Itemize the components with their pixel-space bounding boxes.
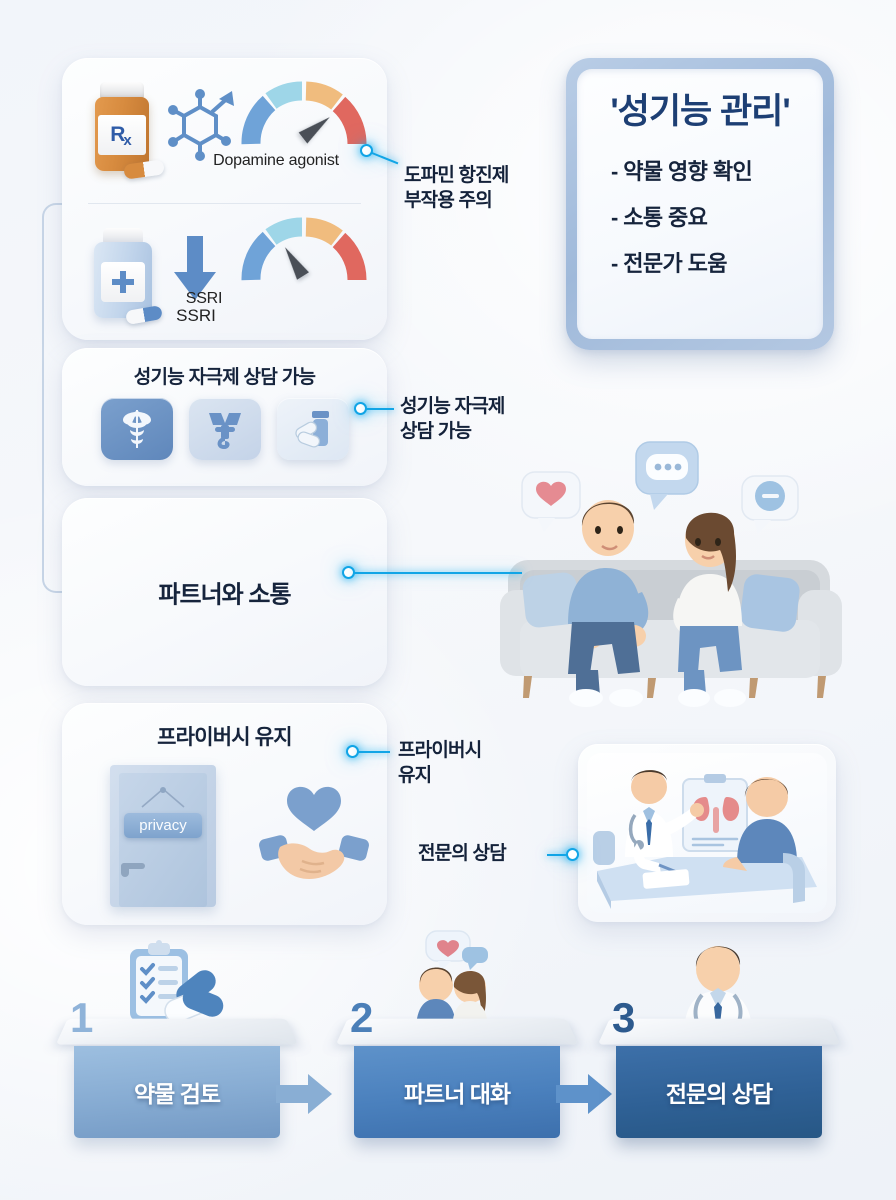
connector-dot-doctor — [566, 848, 579, 861]
callout-doctor: 전문의 상담 — [418, 841, 568, 866]
stimulant-card-title: 성기능 자극제 상담 가능 — [133, 367, 316, 388]
step-2-platform-front: 파트너 대화 — [354, 1046, 560, 1138]
ssri-gauge: SSRI — [186, 216, 370, 328]
partner-card-title: 파트너와 소통 — [158, 581, 291, 609]
callout-doctor-line1: 전문의 상담 — [418, 843, 507, 864]
medical-device-icon — [209, 413, 241, 449]
privacy-card-title: 프라이버시 유지 — [157, 726, 292, 749]
arrow-step-1-to-2 — [276, 1072, 334, 1116]
step-1-label: 약물 검토 — [133, 1081, 221, 1107]
molecule-icon — [168, 89, 234, 161]
chat-dots-bubble — [635, 441, 699, 510]
step-2-label: 파트너 대화 — [403, 1081, 511, 1107]
dopamine-gauge: Dopamine agonist — [213, 80, 370, 192]
doctor-consultation-illustration — [587, 753, 827, 913]
title-bullet-3: - 전문가 도움 — [611, 250, 728, 276]
step-2[interactable]: 파트너 대화 2 — [335, 930, 579, 1138]
process-steps: 약물 검토 1 파트너 대화 2 — [0, 930, 896, 1160]
privacy-card: 프라이버시 유지 privacy — [62, 703, 387, 925]
plus-cross-icon — [112, 271, 134, 293]
callout-privacy-line1: 프라이버시 — [398, 740, 482, 761]
left-connector-bracket — [42, 203, 66, 593]
title-card: '성기능 관리' - 약물 영향 확인 - 소통 중요 - 전문가 도움 — [566, 58, 834, 350]
stimulant-consult-card: 성기능 자극제 상담 가능 — [62, 348, 387, 486]
title-card-inner: '성기능 관리' - 약물 영향 확인 - 소통 중요 - 전문가 도움 — [577, 69, 823, 339]
callout-privacy-line2: 유지 — [398, 765, 432, 787]
clipboard-pills-icon — [120, 937, 232, 1042]
callout-dopamine-line1: 도파민 항진제 — [404, 165, 509, 186]
title-bullet-1: - 약물 영향 확인 — [611, 158, 753, 184]
connector-dot-dopamine — [360, 144, 373, 157]
down-arrow-icon — [174, 236, 216, 300]
step-1-number: 1 — [70, 994, 93, 1041]
doctor-consultation-card — [578, 744, 836, 922]
step-3-platform-front: 전문의 상담 — [616, 1046, 822, 1138]
step-1[interactable]: 약물 검토 1 — [55, 940, 299, 1138]
connector-line-doctor — [547, 854, 571, 856]
pill-bottle-tile[interactable] — [277, 398, 349, 460]
callout-stimulant: 성기능 자극제 상담 가능 — [400, 394, 560, 444]
pill-bottle-icon — [295, 411, 329, 448]
step-2-number: 2 — [350, 994, 373, 1041]
callout-dopamine-line2: 부작용 주의 — [404, 190, 493, 212]
privacy-door-icon: privacy — [110, 765, 216, 907]
minus-bubble — [741, 475, 799, 534]
step-3-number: 3 — [612, 994, 635, 1041]
title-bullet-2: - 소통 중요 — [611, 204, 708, 230]
connector-line-stimulant — [366, 408, 394, 410]
connector-line-partner — [354, 572, 522, 574]
step-1-platform-front: 약물 검토 — [74, 1046, 280, 1138]
caduceus-tile[interactable] — [101, 398, 173, 460]
ssri-bottle-icon — [88, 228, 163, 326]
callout-stimulant-line2: 상담 가능 — [400, 421, 472, 443]
step-3[interactable]: 전문의 상담 3 — [597, 946, 841, 1138]
arrow-step-2-to-3 — [556, 1072, 614, 1116]
handshake-heart-icon — [258, 781, 370, 901]
callout-stimulant-line1: 성기능 자극제 — [400, 396, 505, 417]
privacy-sign: privacy — [124, 813, 202, 838]
partner-communication-card: 파트너와 소통 — [62, 498, 387, 686]
card-divider — [88, 203, 361, 204]
caduceus-icon — [123, 410, 151, 448]
couple-on-sofa-illustration — [498, 430, 860, 712]
callout-dopamine: 도파민 항진제 부작용 주의 — [404, 163, 564, 213]
connector-line-privacy — [358, 751, 390, 753]
callout-privacy: 프라이버시 유지 — [398, 738, 548, 788]
ssri-arrow-label: SSRI — [176, 306, 216, 325]
page-title: '성기능 관리' — [610, 92, 790, 131]
dopamine-gauge-label: Dopamine agonist — [213, 152, 339, 169]
medical-device-tile[interactable] — [189, 398, 261, 460]
woman-figure — [673, 512, 746, 707]
man-figure — [568, 500, 649, 707]
heart-bubble — [521, 471, 581, 532]
ssri-gauge-label: SSRI — [185, 290, 223, 307]
step-3-label: 전문의 상담 — [665, 1081, 773, 1107]
